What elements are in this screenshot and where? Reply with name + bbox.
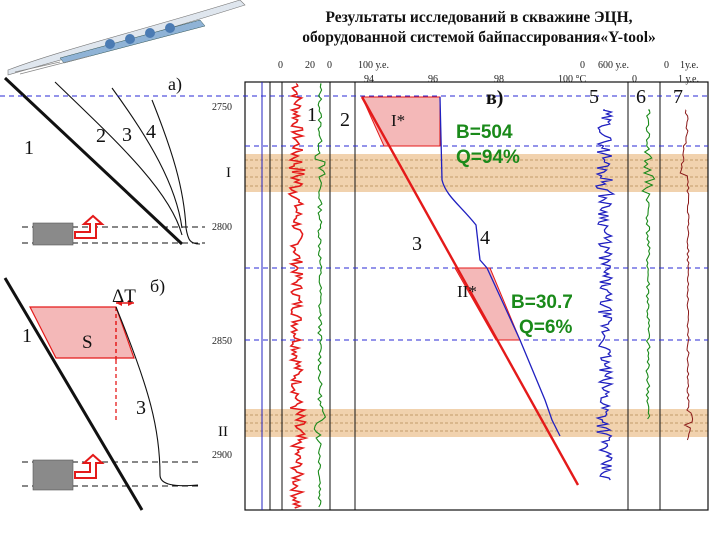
zone-label-ii: II — [218, 424, 228, 440]
flow-arrow-a — [74, 214, 105, 239]
depth-2850: 2850 — [212, 336, 232, 347]
scale-2-left: 0 — [327, 60, 332, 71]
scale-7-right-2: 1 у.е. — [678, 74, 699, 85]
curve-number-5: 5 — [589, 86, 599, 108]
log-curve-1 — [287, 83, 309, 509]
zone-label-i: I — [226, 165, 231, 181]
label-i-star: I* — [391, 111, 405, 130]
log-curve-4 — [439, 96, 561, 437]
slide-title: Результаты исследований в скважине ЭЦН, … — [244, 8, 714, 48]
s-label: S — [82, 332, 93, 353]
q-upper: Q=94% — [456, 147, 520, 168]
panel-c-label: в) — [486, 87, 503, 109]
depth-2900: 2900 — [212, 450, 232, 461]
curve-b-label-3: 3 — [136, 397, 146, 419]
perforation-block-a — [32, 222, 74, 246]
curve-number-2: 2 — [340, 109, 350, 131]
log-curve-2 — [313, 83, 327, 508]
title-line-2: оборудованной системой байпассирования«Y… — [302, 29, 656, 46]
log-curve-3 — [360, 96, 580, 486]
b-lower: B=30.7 — [511, 292, 573, 313]
log-curve-6 — [641, 109, 656, 420]
curve-a1 — [3, 76, 184, 246]
scale-t-94: 94 — [364, 74, 374, 85]
scale-7-left: 0 — [664, 60, 669, 71]
panel-a-label: а) — [168, 74, 182, 95]
log-frame — [244, 81, 709, 511]
scale-1-left: 0 — [278, 60, 283, 71]
scale-5-right: 600 у.е. — [598, 60, 629, 71]
curve-a-return — [185, 227, 201, 245]
curve-b-label-1: 1 — [22, 325, 32, 347]
flow-arrow-b — [74, 453, 105, 479]
scale-t-96: 96 — [428, 74, 438, 85]
depth-2800: 2800 — [212, 222, 232, 233]
curve-number-3: 3 — [412, 233, 422, 255]
curve-a2 — [54, 81, 183, 236]
panel-b-label: б) — [150, 276, 165, 297]
esp-pump-illustration — [7, 0, 246, 76]
curve-b3 — [115, 306, 199, 487]
curve-number-1: 1 — [307, 104, 317, 126]
scale-5-left: 0 — [580, 60, 585, 71]
panel-a: а) 1 2 3 4 — [3, 74, 205, 246]
depth-2750: 2750 — [212, 102, 232, 113]
scale-7-right: 1у.е. — [680, 60, 698, 71]
curve-a-label-3: 3 — [122, 124, 132, 146]
curve-b1 — [3, 277, 144, 511]
curve-a-label-2: 2 — [96, 125, 106, 147]
scale-2-right: 100 у.е. — [358, 60, 389, 71]
scale-t-98: 98 — [494, 74, 504, 85]
curve-number-7: 7 — [673, 86, 683, 108]
log-curve-5 — [594, 109, 616, 481]
q-lower: Q=6% — [519, 317, 572, 338]
panel-b: ΔT б) 1 S 3 — [3, 276, 200, 511]
area-s — [29, 306, 135, 359]
curve-a4 — [151, 99, 187, 229]
curve-a3 — [111, 87, 183, 229]
label-ii-star: II* — [457, 282, 477, 301]
curve-a-label-1: 1 — [24, 137, 34, 159]
log-curve-7 — [679, 109, 694, 441]
curve-a-label-4: 4 — [146, 121, 156, 143]
delta-t-label: ΔT — [112, 286, 136, 307]
scale-t-unit: 100 °C — [558, 74, 586, 85]
panel-c: 0 20 0 100 у.е. 94 96 98 0 100 °C 600 у.… — [0, 60, 709, 511]
scale-1-right: 20 — [305, 60, 315, 71]
b-upper: B=504 — [456, 122, 513, 143]
perforation-block-b — [32, 459, 74, 491]
curve-number-4: 4 — [480, 227, 490, 249]
scale-6-left: 0 — [632, 74, 637, 85]
title-line-1: Результаты исследований в скважине ЭЦН, — [325, 9, 633, 26]
curve-number-6: 6 — [636, 86, 646, 108]
